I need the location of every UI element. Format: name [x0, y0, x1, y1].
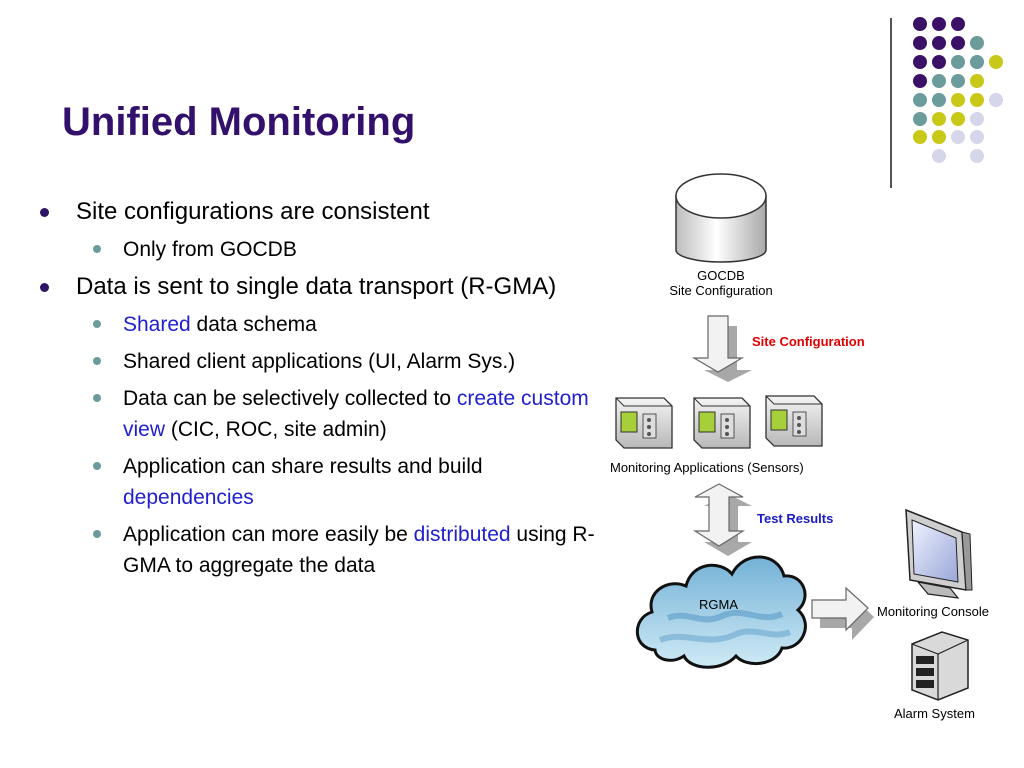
decor-dot — [989, 55, 1003, 69]
site-configuration-arrow-label: Site Configuration — [752, 334, 865, 349]
decor-dot — [913, 17, 927, 31]
sub-bullet-text: Only from GOCDB — [123, 238, 297, 261]
divider-line — [890, 18, 892, 188]
sensor-device-icon — [615, 397, 673, 449]
decor-dot — [913, 130, 927, 144]
gocdb-label: GOCDB Site Configuration — [660, 268, 782, 298]
shared-link[interactable]: Shared — [123, 313, 191, 336]
gocdb-label-line1: GOCDB — [697, 268, 745, 283]
slide-title: Unified Monitoring — [62, 100, 416, 144]
sub-bullet-text: using R-GMA to aggregate the data — [123, 523, 595, 577]
decor-dot — [913, 55, 927, 69]
bullet-2: Data is sent to single data transport (R… — [40, 271, 615, 303]
output-arrow — [811, 586, 874, 640]
decor-dot — [913, 112, 927, 126]
decor-dot — [970, 74, 984, 88]
server-icon — [911, 631, 969, 701]
sub-bullet-2-4: Application can share results and build … — [40, 451, 615, 513]
bullet-1: Site configurations are consistent — [40, 196, 615, 228]
decor-dot — [970, 130, 984, 144]
decor-dot — [932, 93, 946, 107]
bullet-list: Site configurations are consistent Only … — [40, 196, 615, 587]
sub-bullet-text: (CIC, ROC, site admin) — [165, 418, 387, 441]
decor-dot — [951, 74, 965, 88]
monitor-icon — [905, 508, 973, 599]
decor-dot — [951, 55, 965, 69]
bullet-2-text: Data is sent to single data transport (R… — [76, 273, 557, 300]
test-results-arrow-label: Test Results — [757, 511, 834, 526]
decor-dot — [932, 149, 946, 163]
sub-bullet-text: Data can be selectively collected to — [123, 387, 457, 410]
decor-dot — [951, 93, 965, 107]
decor-dot — [932, 36, 946, 50]
decor-dot — [932, 74, 946, 88]
dependencies-link[interactable]: dependencies — [123, 486, 254, 509]
sensor-device-icon — [693, 397, 751, 449]
gocdb-label-line2: Site Configuration — [669, 283, 773, 298]
decor-dot — [951, 36, 965, 50]
bullet-1-text: Site configurations are consistent — [76, 198, 430, 225]
sensor-device-icon — [765, 395, 823, 447]
decor-dot — [913, 74, 927, 88]
sub-bullet-1-1: Only from GOCDB — [40, 234, 615, 265]
decor-dot — [951, 130, 965, 144]
decor-dot — [970, 93, 984, 107]
alarm-system-label: Alarm System — [894, 706, 975, 721]
decor-dot — [989, 93, 1003, 107]
sub-bullet-text: Application can more easily be — [123, 523, 414, 546]
sub-bullet-text: Shared client applications (UI, Alarm Sy… — [123, 350, 516, 373]
sub-bullet-text: Application can share results and build — [123, 455, 483, 478]
monitoring-console-label: Monitoring Console — [877, 604, 990, 619]
decor-dot — [970, 112, 984, 126]
decor-dot — [970, 55, 984, 69]
decor-dot — [970, 149, 984, 163]
distributed-link[interactable]: distributed — [413, 523, 511, 546]
sensors-label: Monitoring Applications (Sensors) — [610, 460, 804, 475]
sub-bullet-2-1: Shared data schema — [40, 309, 615, 340]
sub-bullet-2-2: Shared client applications (UI, Alarm Sy… — [40, 346, 615, 377]
decor-dot — [913, 93, 927, 107]
database-icon — [675, 173, 767, 263]
create-custom-view-link[interactable]: create custom view — [123, 387, 589, 441]
rgma-label: RGMA — [699, 597, 738, 612]
test-results-arrow — [692, 483, 752, 556]
decor-dot — [932, 112, 946, 126]
decor-dot — [970, 36, 984, 50]
site-configuration-arrow — [691, 315, 752, 382]
decor-dot — [932, 130, 946, 144]
decor-dot — [951, 17, 965, 31]
decor-dot — [913, 36, 927, 50]
sub-bullet-2-5: Application can more easily be distribut… — [40, 519, 615, 581]
sub-bullet-2-3: Data can be selectively collected to cre… — [40, 383, 615, 445]
decor-dot — [932, 55, 946, 69]
decor-dot — [951, 112, 965, 126]
sub-bullet-text: data schema — [190, 313, 317, 336]
decor-dot — [932, 17, 946, 31]
cloud-icon — [635, 555, 807, 669]
